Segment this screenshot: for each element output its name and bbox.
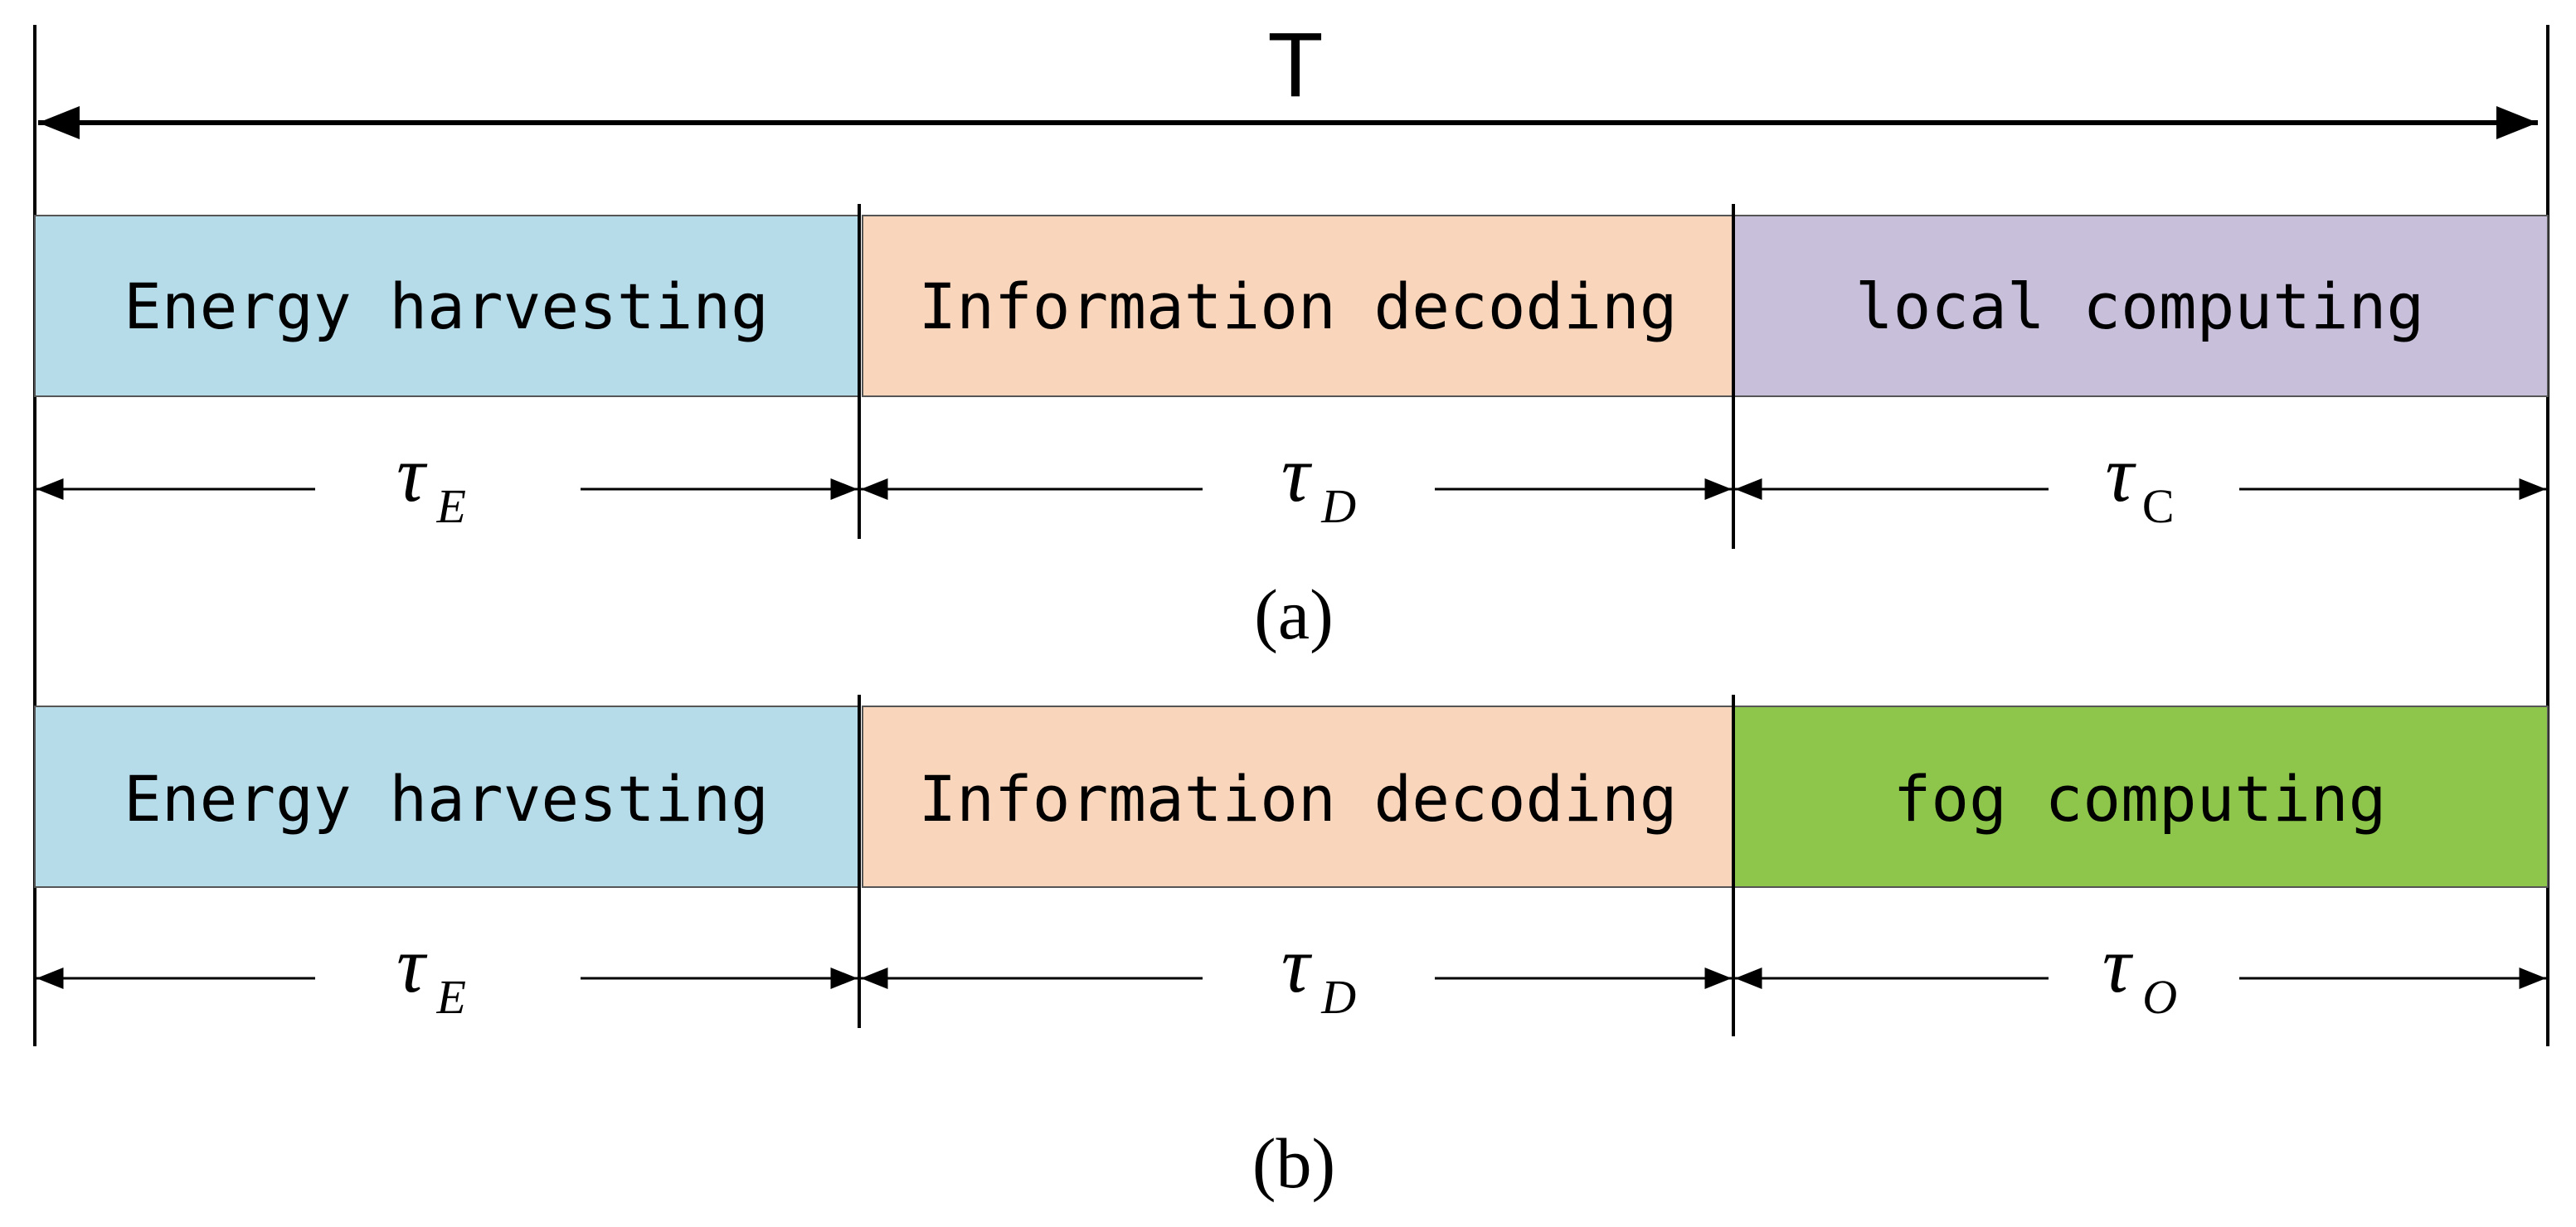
block-information-decoding-b: [862, 706, 1734, 888]
block-label-information-decoding-b: Information decoding: [918, 762, 1677, 836]
caption-b: (b): [1252, 1123, 1335, 1203]
block-fog-computing-b: [1733, 706, 2549, 888]
diagram-a: Energy harvesting Information decoding l…: [34, 204, 2549, 654]
block-label-energy-harvesting-b: Energy harvesting: [124, 762, 769, 836]
block-local-computing-a: [1733, 215, 2549, 397]
total-period-label: T: [1267, 14, 1323, 116]
block-label-fog-computing-b: fog computing: [1893, 762, 2387, 836]
block-energy-harvesting-b: [34, 706, 860, 888]
block-information-decoding-a: [862, 215, 1734, 397]
block-label-information-decoding-a: Information decoding: [918, 269, 1677, 343]
block-energy-harvesting-a: [34, 215, 860, 397]
caption-a: (a): [1254, 575, 1333, 654]
diagram-b: Energy harvesting Information decoding f…: [34, 695, 2549, 1203]
block-label-energy-harvesting-a: Energy harvesting: [124, 269, 769, 343]
block-label-local-computing-a: local computing: [1855, 269, 2424, 343]
